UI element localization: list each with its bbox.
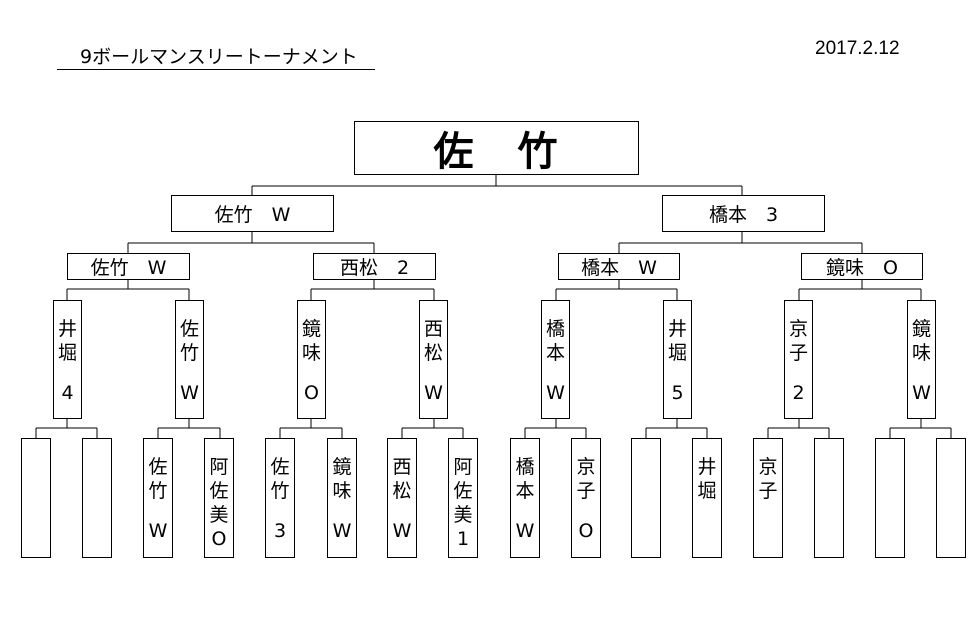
tournament-title: 9ボールマンスリートーナメント xyxy=(80,46,358,68)
player-name: 西 松 xyxy=(423,318,443,364)
player-name: 鏡 味 xyxy=(911,318,931,364)
player-score: W xyxy=(180,382,199,404)
champion-box: 佐 竹 xyxy=(354,121,639,175)
player-name: 橋 本 xyxy=(545,318,565,364)
tournament-date: 2017.2.12 xyxy=(815,38,900,59)
semi-box-3: 橋本 W xyxy=(558,253,680,280)
quarter-box-8: 鏡 味 W xyxy=(907,300,936,419)
final-box-left: 佐竹 W xyxy=(171,195,334,232)
player-name: 橋 本 xyxy=(515,456,535,502)
player-score: W xyxy=(546,382,565,404)
player-score: W xyxy=(912,382,931,404)
first-round-box-16 xyxy=(936,438,966,558)
player-name: 京 子 xyxy=(758,456,778,502)
first-round-box-10: 京 子 O xyxy=(571,438,601,558)
first-round-box-1 xyxy=(21,438,51,558)
first-round-box-15 xyxy=(875,438,905,558)
player-score: 4 xyxy=(61,382,74,404)
quarter-box-6: 井 堀 5 xyxy=(663,300,692,419)
player-score: O xyxy=(578,520,594,542)
first-round-box-4: 阿 佐 美 O xyxy=(204,438,234,558)
first-round-box-2 xyxy=(82,438,112,558)
quarter-box-3: 鏡 味 O xyxy=(297,300,326,419)
player-name: 鏡 味 xyxy=(332,456,352,502)
player-score: W xyxy=(392,520,412,542)
player-score: 1 xyxy=(456,528,470,550)
first-round-box-12: 井 堀 xyxy=(692,438,722,558)
player-score: O xyxy=(304,382,319,404)
player-score: W xyxy=(332,520,352,542)
first-round-box-13: 京 子 xyxy=(753,438,783,558)
player-name: 佐 竹 xyxy=(179,318,199,364)
player-name: 西 松 xyxy=(392,456,412,502)
quarter-box-2: 佐 竹 W xyxy=(175,300,204,419)
first-round-box-7: 西 松 W xyxy=(387,438,417,558)
first-round-box-5: 佐 竹 3 xyxy=(265,438,295,558)
player-score: W xyxy=(515,520,535,542)
player-score: W xyxy=(424,382,443,404)
quarter-box-4: 西 松 W xyxy=(419,300,448,419)
player-name: 井 堀 xyxy=(667,318,687,364)
player-name: 井 堀 xyxy=(57,318,77,364)
player-name: 京 子 xyxy=(788,318,808,364)
quarter-box-7: 京 子 2 xyxy=(784,300,813,419)
player-score: W xyxy=(148,520,168,542)
player-name: 鏡 味 xyxy=(301,318,321,364)
quarter-box-1: 井 堀 4 xyxy=(53,300,82,419)
player-score: 3 xyxy=(273,520,287,542)
first-round-box-6: 鏡 味 W xyxy=(327,438,357,558)
first-round-box-9: 橋 本 W xyxy=(510,438,540,558)
player-score: O xyxy=(211,528,227,550)
final-box-right: 橋本 3 xyxy=(662,195,825,232)
player-name: 井 堀 xyxy=(697,456,717,502)
first-round-box-3: 佐 竹 W xyxy=(143,438,173,558)
player-name: 佐 竹 xyxy=(148,456,168,502)
player-name: 京 子 xyxy=(576,456,596,502)
player-name: 佐 竹 xyxy=(270,456,290,502)
first-round-box-11 xyxy=(631,438,661,558)
quarter-box-5: 橋 本 W xyxy=(541,300,570,419)
player-score: 2 xyxy=(792,382,805,404)
player-name: 阿 佐 美 xyxy=(209,456,229,526)
title-underline xyxy=(57,69,375,70)
first-round-box-14 xyxy=(814,438,844,558)
player-score: 5 xyxy=(671,382,684,404)
player-name: 阿 佐 美 xyxy=(453,456,473,526)
semi-box-4: 鏡味 O xyxy=(801,253,923,280)
semi-box-2: 西松 2 xyxy=(313,253,436,280)
first-round-box-8: 阿 佐 美 1 xyxy=(448,438,478,558)
semi-box-1: 佐竹 W xyxy=(67,253,190,280)
